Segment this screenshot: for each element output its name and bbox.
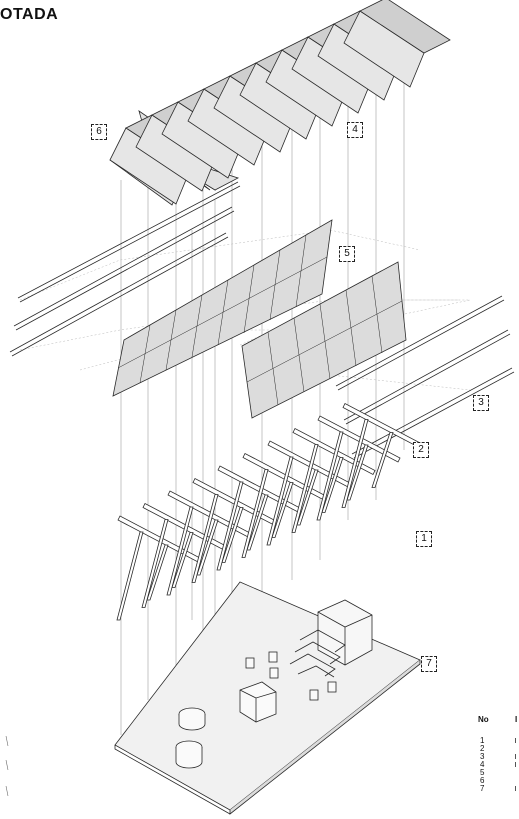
diagram-title: OTADA — [0, 6, 59, 23]
rafter-frame — [341, 402, 426, 508]
legend-row-1: 1 — [480, 736, 485, 745]
legend-row-3: 3 — [480, 752, 485, 761]
rafter-frame — [241, 452, 326, 558]
rafter-frame — [166, 490, 251, 596]
rafter-frame — [291, 427, 376, 533]
legend-tick — [515, 786, 516, 791]
furniture-objects — [175, 651, 337, 769]
rafter-frame — [266, 440, 351, 546]
folded-roof — [109, 0, 451, 206]
rafter-frame — [116, 515, 201, 621]
legend-header-desc: I — [515, 715, 518, 724]
callout-3: 3 — [473, 395, 489, 411]
legend-tick — [515, 762, 516, 767]
rafter-frame — [216, 465, 301, 571]
legend-tick — [515, 754, 516, 759]
roof-fold — [343, 0, 451, 88]
callout-5: 5 — [339, 246, 355, 262]
rafter-frames — [116, 402, 426, 621]
legend-header-no: No — [478, 715, 489, 724]
rafter-frame — [316, 415, 401, 521]
legend-row-4: 4 — [480, 760, 485, 769]
callout-4: 4 — [347, 122, 363, 138]
callout-7: 7 — [421, 656, 437, 672]
legend-row-7: 7 — [480, 784, 485, 793]
rafter-frame — [191, 477, 276, 583]
purlin-group-right — [335, 295, 515, 459]
stair-block — [289, 599, 373, 678]
callout-2: 2 — [413, 442, 429, 458]
rafter-frame — [141, 502, 226, 608]
panel-plane-left — [112, 219, 333, 397]
legend-row-5: 5 — [480, 768, 485, 777]
callout-1: 1 — [416, 531, 432, 547]
legend-row-6: 6 — [480, 776, 485, 785]
panel-plane-right — [241, 261, 407, 419]
left-edge-ticks — [5, 735, 9, 797]
purlin-group-left — [9, 181, 241, 357]
legend-tick — [515, 738, 516, 743]
legend-row-2: 2 — [480, 744, 485, 753]
callout-6: 6 — [91, 124, 107, 140]
